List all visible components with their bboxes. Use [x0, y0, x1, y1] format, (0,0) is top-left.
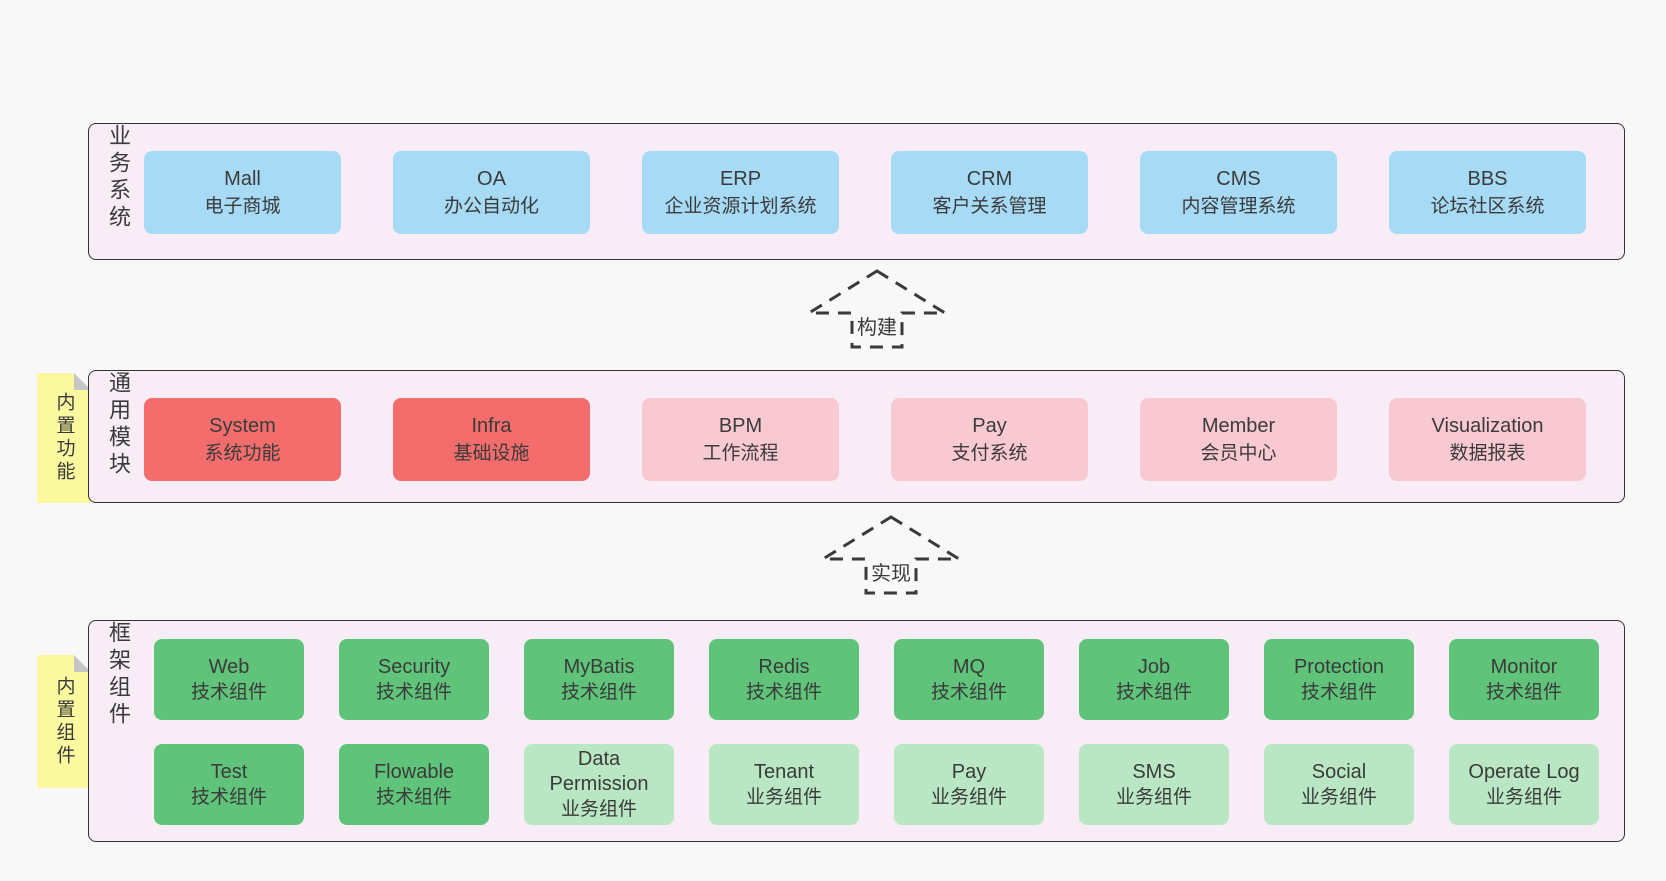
- box-test: Test 技术组件: [154, 744, 304, 825]
- panel-business-systems: 业务系统 Mall 电子商城 OA 办公自动化 ERP 企业资源计划系统 CRM…: [88, 123, 1625, 260]
- up-arrow-icon: [807, 269, 947, 349]
- box-social: Social 业务组件: [1264, 744, 1414, 825]
- box-bpm: BPM 工作流程: [642, 398, 839, 481]
- component-boxes: Web 技术组件 Security 技术组件 MyBatis 技术组件 Redi…: [89, 621, 1624, 825]
- box-job: Job 技术组件: [1079, 639, 1229, 720]
- box-pay-component: Pay 业务组件: [894, 744, 1044, 825]
- box-oa: OA 办公自动化: [393, 151, 590, 234]
- up-arrow-icon: [821, 515, 961, 595]
- component-row-2: Test 技术组件 Flowable 技术组件 Data Permission …: [154, 744, 1624, 825]
- box-infra: Infra 基础设施: [393, 398, 590, 481]
- box-system: System 系统功能: [144, 398, 341, 481]
- box-mybatis: MyBatis 技术组件: [524, 639, 674, 720]
- box-operate-log: Operate Log 业务组件: [1449, 744, 1599, 825]
- component-row-1: Web 技术组件 Security 技术组件 MyBatis 技术组件 Redi…: [154, 639, 1624, 720]
- sticky-note-builtin-components: 内置组件: [37, 655, 91, 788]
- panel-modules-label: 通用模块: [106, 371, 131, 479]
- box-monitor: Monitor 技术组件: [1449, 639, 1599, 720]
- sticky-note-builtin-functions: 内置功能: [37, 373, 91, 503]
- box-tenant: Tenant 业务组件: [709, 744, 859, 825]
- box-sms: SMS 业务组件: [1079, 744, 1229, 825]
- panel-framework-components: 框架组件 Web 技术组件 Security 技术组件 MyBatis 技术组件…: [88, 620, 1625, 842]
- box-redis: Redis 技术组件: [709, 639, 859, 720]
- box-pay-module: Pay 支付系统: [891, 398, 1088, 481]
- implement-arrow: 实现: [821, 514, 961, 596]
- box-mq: MQ 技术组件: [894, 639, 1044, 720]
- box-erp: ERP 企业资源计划系统: [642, 151, 839, 234]
- box-mall: Mall 电子商城: [144, 151, 341, 234]
- box-bbs: BBS 论坛社区系统: [1389, 151, 1586, 234]
- box-flowable: Flowable 技术组件: [339, 744, 489, 825]
- build-arrow: 构建: [807, 268, 947, 350]
- build-arrow-label: 构建: [854, 310, 900, 341]
- panel-business-label: 业务系统: [106, 124, 131, 232]
- box-visualization: Visualization 数据报表: [1389, 398, 1586, 481]
- panel-common-modules: 通用模块 System 系统功能 Infra 基础设施 BPM 工作流程 Pay…: [88, 370, 1625, 503]
- panel-components-label: 框架组件: [106, 621, 131, 729]
- module-boxes: System 系统功能 Infra 基础设施 BPM 工作流程 Pay 支付系统…: [144, 398, 1586, 481]
- box-data-permission: Data Permission 业务组件: [524, 744, 674, 825]
- box-protection: Protection 技术组件: [1264, 639, 1414, 720]
- implement-arrow-label: 实现: [868, 556, 914, 587]
- box-cms: CMS 内容管理系统: [1140, 151, 1337, 234]
- box-crm: CRM 客户关系管理: [891, 151, 1088, 234]
- business-boxes: Mall 电子商城 OA 办公自动化 ERP 企业资源计划系统 CRM 客户关系…: [144, 151, 1586, 234]
- box-web: Web 技术组件: [154, 639, 304, 720]
- box-security: Security 技术组件: [339, 639, 489, 720]
- box-member: Member 会员中心: [1140, 398, 1337, 481]
